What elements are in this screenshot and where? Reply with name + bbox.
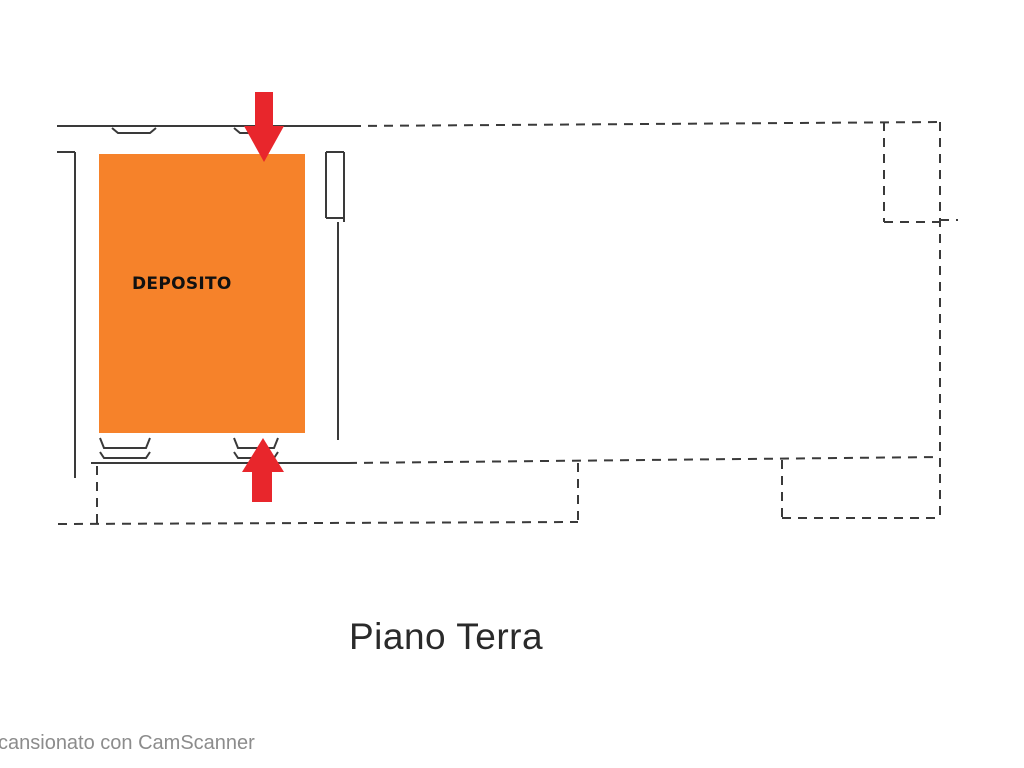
scanner-watermark: cansionato con CamScanner — [0, 732, 255, 754]
room-label: DEPOSITO — [132, 274, 232, 294]
solid-walls — [57, 125, 352, 478]
dashed-outline — [57, 121, 958, 525]
deposito-room-highlight — [99, 154, 305, 433]
entrance-arrow-top-icon — [244, 92, 284, 162]
entrance-arrow-bottom-icon — [242, 438, 284, 502]
floor-title: Piano Terra — [349, 616, 544, 657]
